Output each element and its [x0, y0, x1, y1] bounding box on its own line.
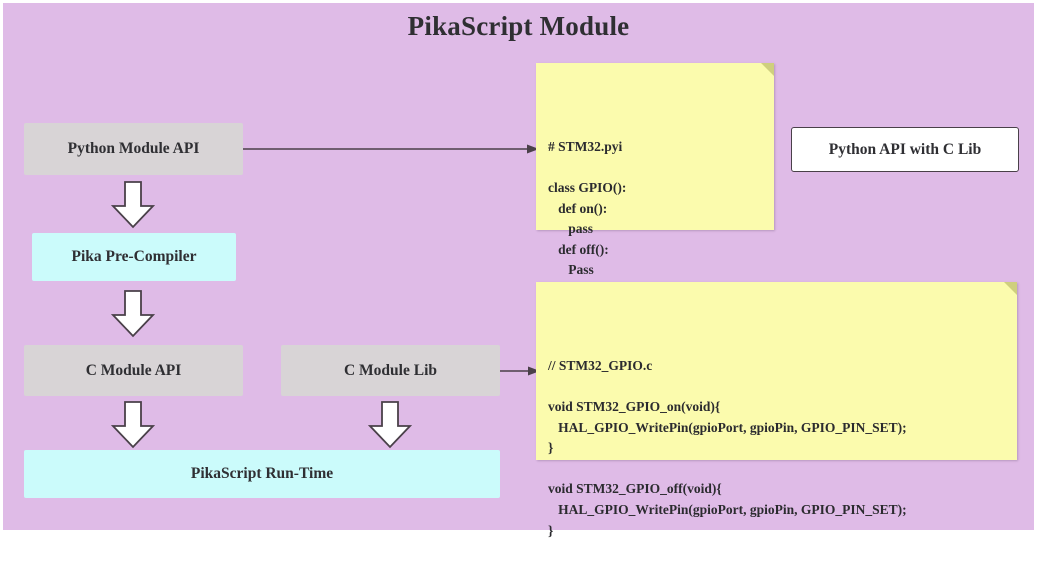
connector-python-api-to-pyi-note — [243, 142, 539, 156]
node-label: PikaScript Run-Time — [190, 465, 334, 482]
page-title: PikaScript Module — [407, 11, 630, 41]
node-label: C Module Lib — [343, 361, 437, 379]
node-label: Pika Pre-Compiler — [71, 248, 197, 265]
block-arrow-down-api-to-precompiler — [111, 181, 155, 229]
note-body: # STM32.pyi class GPIO(): def on(): pass… — [548, 138, 627, 278]
block-arrow-down-cmodulelib-to-runtime — [368, 401, 412, 449]
node-python-module-api[interactable]: Python Module API — [24, 123, 243, 175]
node-c-module-lib[interactable]: C Module Lib — [281, 345, 500, 396]
node-python-api-with-c-lib[interactable]: Python API with C Lib — [791, 127, 1019, 172]
node-pika-pre-compiler[interactable]: Pika Pre-Compiler — [32, 233, 236, 281]
connector-c-module-lib-to-c-note — [500, 364, 540, 378]
diagram-canvas: PikaScript Module Python Module API Pika… — [3, 3, 1034, 538]
node-c-module-api[interactable]: C Module API — [24, 345, 243, 396]
node-label: Python API with C Lib — [828, 140, 982, 158]
block-arrow-down-precompiler-to-cmoduleapi — [111, 290, 155, 338]
note-fold-corner-icon — [1004, 282, 1017, 295]
block-arrow-down-cmoduleapi-to-runtime — [111, 401, 155, 449]
node-label: Python Module API — [67, 140, 200, 157]
note-stm32-pyi: # STM32.pyi class GPIO(): def on(): pass… — [536, 63, 774, 277]
note-body: // STM32_GPIO.c void STM32_GPIO_on(void)… — [548, 357, 907, 538]
note-stm32-gpio-c: // STM32_GPIO.c void STM32_GPIO_on(void)… — [536, 282, 1017, 538]
node-label: C Module API — [85, 361, 182, 379]
node-pikascript-run-time[interactable]: PikaScript Run-Time — [24, 450, 500, 498]
note-fold-corner-icon — [761, 63, 774, 76]
